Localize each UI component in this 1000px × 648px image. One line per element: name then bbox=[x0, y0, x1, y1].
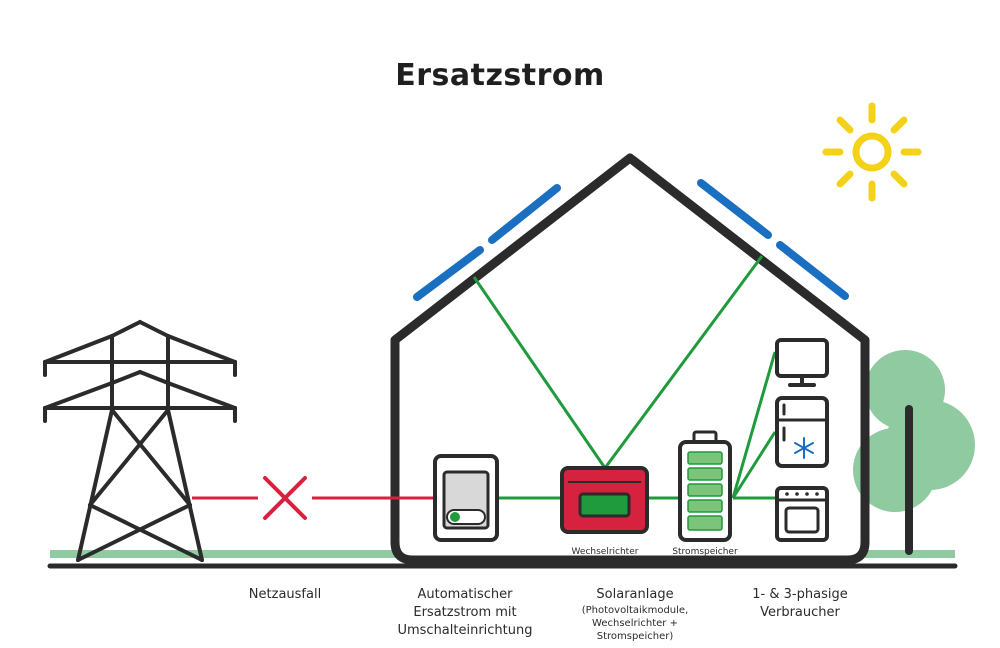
caption-transfer-switch-line-2: Ersatzstrom mit bbox=[413, 605, 517, 620]
monitor-icon bbox=[775, 338, 829, 387]
sun-icon bbox=[822, 102, 922, 202]
oven-icon bbox=[775, 486, 829, 542]
power-pylon-icon bbox=[43, 320, 237, 562]
ground-strip-left bbox=[50, 550, 400, 558]
caption-solar-detail-2: Wechselrichter + Stromspeicher) bbox=[592, 618, 678, 642]
solar-panel-icon bbox=[413, 179, 849, 301]
tree-icon bbox=[853, 350, 975, 555]
caption-solar-main: Solaranlage bbox=[596, 587, 674, 602]
inverter-icon bbox=[560, 466, 649, 534]
caption-consumers: 1- & 3-phasige Verbraucher bbox=[735, 586, 865, 622]
snowflake-icon bbox=[794, 437, 814, 459]
caption-consumers-line-1: 1- & 3-phasige bbox=[752, 587, 848, 602]
transfer-switch-icon bbox=[433, 454, 499, 542]
storage-label: Stromspeicher bbox=[672, 547, 738, 557]
caption-consumers-line-2: Verbraucher bbox=[760, 605, 840, 620]
battery-icon bbox=[678, 430, 732, 542]
caption-grid-failure: Netzausfall bbox=[248, 587, 322, 602]
caption-transfer-switch-line-3: Umschalteinrichtung bbox=[397, 623, 533, 638]
solar-connections bbox=[472, 255, 777, 500]
grid-failure-x-icon bbox=[263, 476, 307, 520]
caption-transfer-switch: Automatischer Ersatzstrom mit Umschaltei… bbox=[395, 586, 535, 640]
caption-transfer-switch-line-1: Automatischer bbox=[417, 587, 513, 602]
page-title: Ersatzstrom bbox=[395, 58, 605, 93]
caption-solar-detail-1: (Photovoltaikmodule, bbox=[581, 605, 689, 616]
fridge-icon bbox=[775, 396, 829, 468]
inverter-label: Wechselrichter bbox=[571, 547, 639, 557]
caption-solar: Solaranlage (Photovoltaikmodule, Wechsel… bbox=[555, 586, 715, 643]
house-outline bbox=[390, 153, 870, 565]
